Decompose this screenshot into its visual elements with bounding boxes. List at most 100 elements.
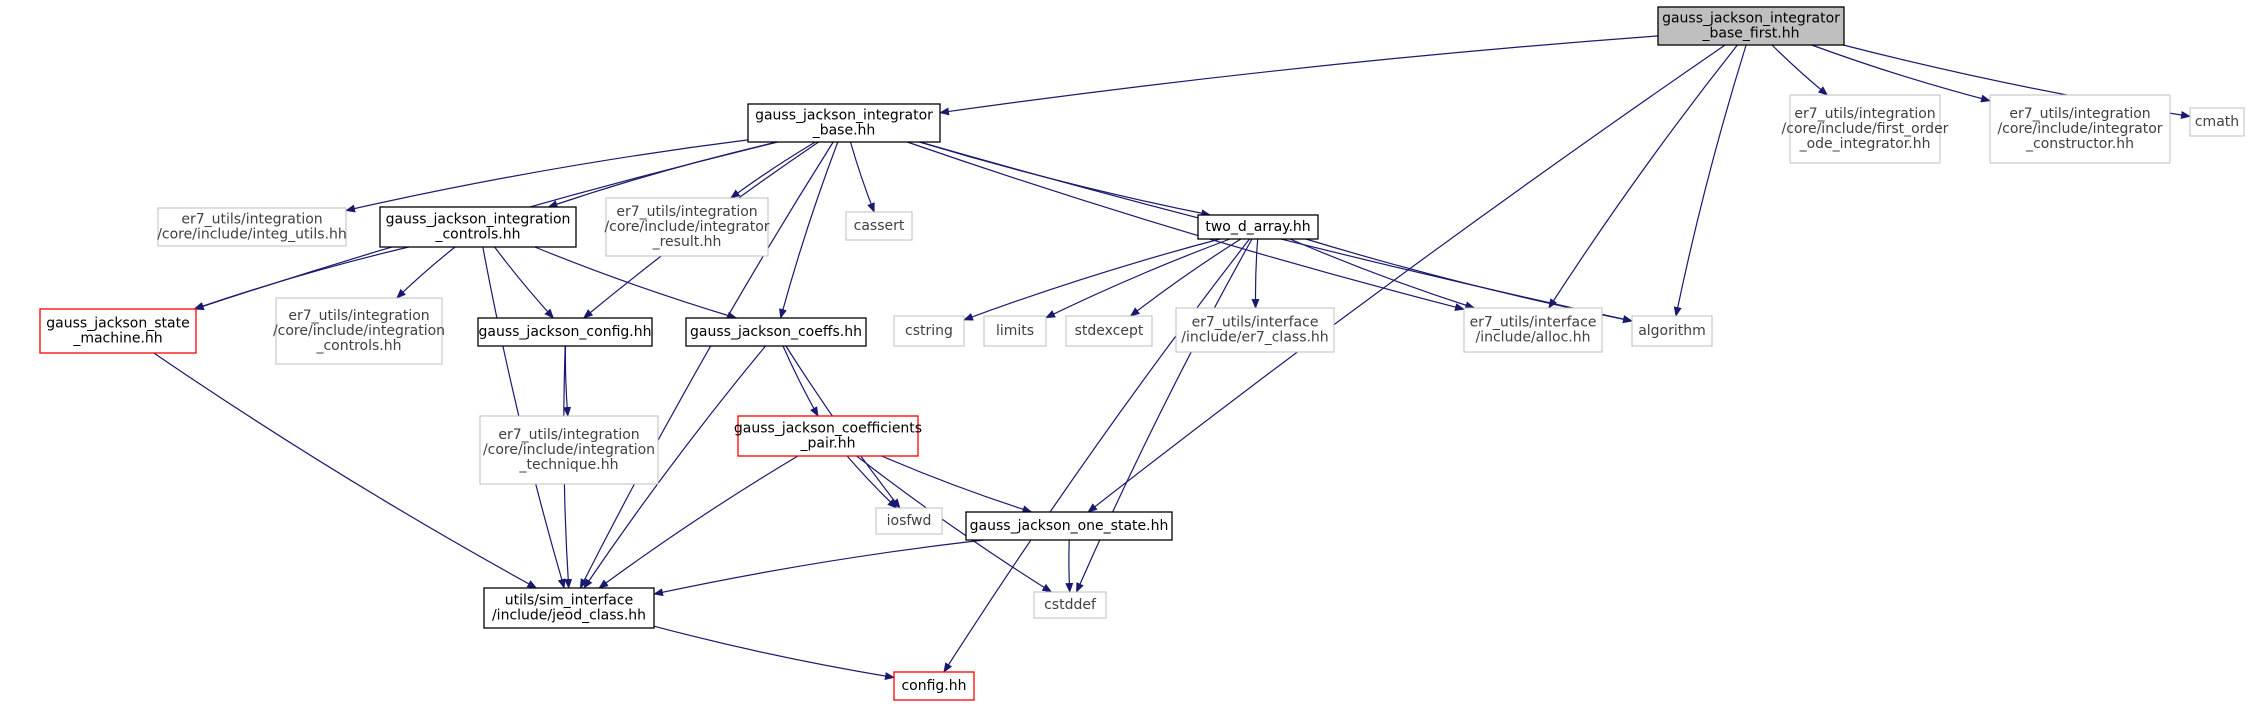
node-icc: er7_utils/integration/core/include/integ…: [273, 297, 445, 365]
node-label-alloc-line-0: er7_utils/interface: [1470, 315, 1597, 331]
node-ir: er7_utils/integration/core/include/integ…: [604, 197, 770, 257]
edge-pair-to-cstddef: [856, 455, 1053, 593]
node-fo: er7_utils/integration/core/include/first…: [1782, 94, 1949, 164]
node-label-iu-line-1: /core/include/integ_utils.hh: [157, 227, 347, 243]
nodes-layer: gauss_jackson_integrator_base_first.hhga…: [39, 6, 2245, 701]
edge-coeffs-to-jeod: [583, 345, 766, 589]
node-label-onestate-line-0: gauss_jackson_one_state.hh: [970, 518, 1169, 534]
node-onestate[interactable]: gauss_jackson_one_state.hh: [965, 511, 1173, 541]
node-label-jeod-line-0: utils/sim_interface: [505, 593, 633, 609]
node-root[interactable]: gauss_jackson_integrator_base_first.hh: [1657, 6, 1845, 46]
node-box-algorithm: [1631, 315, 1713, 347]
edge-base-to-alloc: [907, 141, 1465, 311]
node-tda[interactable]: two_d_array.hh: [1197, 214, 1319, 240]
node-label-pair-line-0: gauss_jackson_coefficients: [734, 421, 922, 437]
edge-tda-to-er7class: [1251, 238, 1260, 309]
node-cmath: cmath: [2189, 107, 2245, 137]
node-label-ic-line-0: er7_utils/integration: [2009, 106, 2150, 122]
edge-coeffs-to-pair: [782, 345, 819, 417]
node-label-ir-line-0: er7_utils/integration: [616, 204, 757, 220]
edge-base-to-ir: [729, 141, 816, 199]
node-label-cstring-line-0: cstring: [905, 323, 953, 339]
node-box-tech: [479, 415, 659, 485]
edge-onestate-to-cstddef: [1065, 539, 1074, 593]
node-pair[interactable]: gauss_jackson_coefficients_pair.hh: [734, 415, 922, 457]
node-label-fo-line-2: _ode_integrator.hh: [1799, 136, 1931, 152]
node-box-iu: [157, 207, 347, 247]
node-label-tech-line-0: er7_utils/integration: [498, 427, 639, 443]
node-tech: er7_utils/integration/core/include/integ…: [479, 415, 659, 485]
node-ctrl[interactable]: gauss_jackson_integration_controls.hh: [379, 206, 577, 248]
node-iu: er7_utils/integration/core/include/integ…: [157, 207, 347, 247]
node-box-icc: [275, 297, 443, 365]
node-coeffs[interactable]: gauss_jackson_coeffs.hh: [685, 317, 867, 347]
node-box-cstring: [893, 315, 965, 347]
node-limits: limits: [983, 315, 1047, 347]
edge-jeod-to-config: [653, 625, 895, 680]
node-cstddef: cstddef: [1033, 591, 1107, 619]
node-box-root: [1657, 6, 1845, 46]
node-label-icc-line-0: er7_utils/integration: [288, 308, 429, 324]
node-label-base-line-0: gauss_jackson_integrator: [755, 108, 933, 124]
node-base[interactable]: gauss_jackson_integrator_base.hh: [747, 103, 941, 143]
edge-root-to-base: [939, 35, 1659, 116]
edge-tda-to-stdexcept: [1129, 238, 1242, 317]
edge-ctrl-to-sm: [193, 246, 409, 310]
edge-root-to-algorithm: [1673, 44, 1747, 317]
node-box-cstddef: [1033, 591, 1107, 619]
node-algorithm: algorithm: [1631, 315, 1713, 347]
node-label-config-line-0: config.hh: [901, 678, 966, 694]
node-label-limits-line-0: limits: [996, 323, 1034, 339]
node-box-er7class: [1175, 307, 1335, 353]
node-box-tda: [1197, 214, 1319, 240]
node-label-ir-line-2: _result.hh: [652, 234, 722, 250]
node-box-pair: [737, 415, 919, 457]
node-config[interactable]: config.hh: [893, 671, 975, 701]
edge-ctrl-to-coeffs: [534, 246, 738, 320]
node-cassert: cassert: [845, 211, 913, 241]
node-cstring: cstring: [893, 315, 965, 347]
node-box-ir: [605, 197, 769, 257]
edge-pair-to-iosfwd: [846, 455, 898, 509]
node-label-pair-line-1: _pair.hh: [799, 436, 855, 452]
edge-base-to-cassert: [849, 141, 875, 213]
node-cfg[interactable]: gauss_jackson_config.hh: [477, 317, 653, 347]
node-label-tda-line-0: two_d_array.hh: [1205, 219, 1310, 235]
edge-sm-to-jeod: [153, 352, 538, 589]
node-label-cfg-line-0: gauss_jackson_config.hh: [479, 324, 652, 340]
edge-base-to-jeod: [579, 141, 834, 589]
edge-root-to-onestate: [1087, 44, 1726, 513]
edge-tda-to-config: [943, 238, 1250, 673]
node-label-algorithm-line-0: algorithm: [1638, 323, 1706, 339]
node-label-ir-line-1: /core/include/integrator: [604, 219, 769, 235]
edge-ctrl-to-icc: [396, 246, 456, 299]
edge-tda-to-limits: [1045, 238, 1231, 319]
node-sm[interactable]: gauss_jackson_state_machine.hh: [39, 308, 197, 354]
edge-root-to-alloc: [1548, 44, 1738, 309]
node-box-stdexcept: [1065, 315, 1153, 347]
node-box-ctrl: [379, 206, 577, 248]
node-label-root-line-0: gauss_jackson_integrator: [1662, 11, 1840, 27]
node-box-sm: [39, 308, 197, 354]
node-label-iosfwd-line-0: iosfwd: [887, 513, 932, 529]
node-label-alloc-line-1: /include/alloc.hh: [1476, 330, 1591, 346]
node-label-ic-line-2: _constructor.hh: [2025, 136, 2134, 152]
node-iosfwd: iosfwd: [875, 507, 943, 535]
node-ic: er7_utils/integration/core/include/integ…: [1989, 94, 2171, 164]
node-box-fo: [1789, 94, 1941, 164]
node-box-cassert: [845, 211, 913, 241]
edge-onestate-to-jeod: [653, 539, 984, 597]
node-label-base-line-1: _base.hh: [812, 123, 876, 139]
edge-ctrl-to-cfg: [494, 246, 555, 319]
node-label-coeffs-line-0: gauss_jackson_coeffs.hh: [690, 324, 862, 340]
node-label-cstddef-line-0: cstddef: [1044, 597, 1097, 613]
node-label-ctrl-line-0: gauss_jackson_integration: [386, 212, 571, 228]
node-box-coeffs: [685, 317, 867, 347]
node-jeod[interactable]: utils/sim_interface/include/jeod_class.h…: [483, 587, 655, 629]
node-label-jeod-line-1: /include/jeod_class.hh: [492, 608, 646, 624]
edge-base-to-coeffs: [779, 141, 839, 319]
node-label-tech-line-2: _technique.hh: [518, 457, 618, 473]
edge-cfg-to-tech: [563, 345, 572, 417]
node-label-ic-line-1: /core/include/integrator: [1997, 121, 2162, 137]
